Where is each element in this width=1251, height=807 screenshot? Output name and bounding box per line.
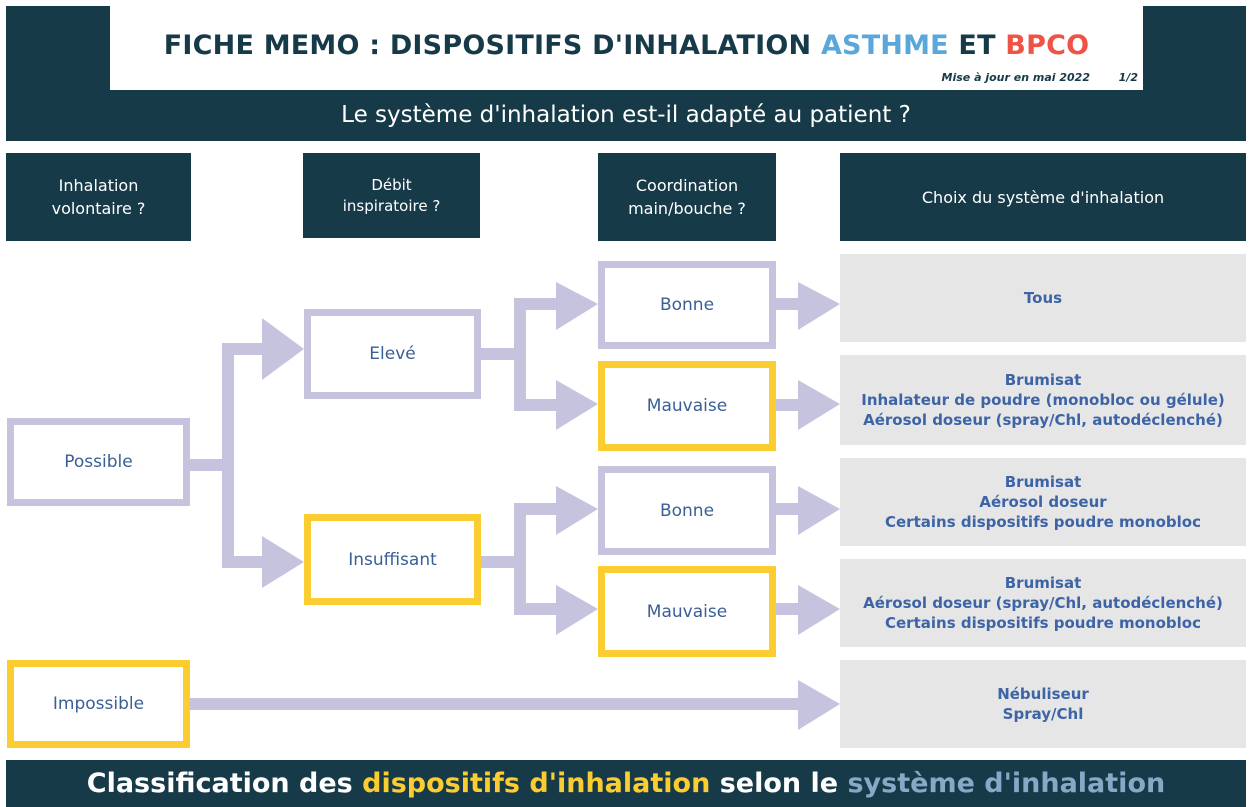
node-possible: Possible xyxy=(7,418,190,506)
connector-mauvaise-1-result xyxy=(776,399,802,411)
connector-to-mauvaise-2 xyxy=(514,603,560,615)
main-title: FICHE MEMO : DISPOSITIFS D'INHALATION AS… xyxy=(110,30,1143,61)
result-3-line-1: Brumisat xyxy=(1004,473,1082,491)
connector-to-eleve xyxy=(222,343,266,355)
connector-bonne-2-result xyxy=(776,503,802,515)
arrow-to-eleve xyxy=(262,318,304,380)
arrow-to-bonne-2 xyxy=(556,486,598,535)
footer-band: Classification des dispositifs d'inhalat… xyxy=(6,760,1246,807)
result-tous: Tous xyxy=(840,254,1246,342)
node-bonne-2: Bonne xyxy=(598,466,776,555)
connector-impossible-result xyxy=(190,698,802,710)
node-eleve: Elevé xyxy=(304,309,481,399)
arrow-to-result-1 xyxy=(798,282,840,330)
result-5: Nébuliseur Spray/Chl xyxy=(840,660,1246,748)
connector-bonne-1-result xyxy=(776,298,802,310)
footer-text: Classification des dispositifs d'inhalat… xyxy=(87,768,1165,799)
result-4-line-3: Certains dispositifs poudre monobloc xyxy=(885,614,1201,632)
connector-to-mauvaise-1 xyxy=(514,399,560,411)
result-4-line-1: Brumisat xyxy=(1004,574,1082,592)
result-2-line-3: Aérosol doseur (spray/Chl, autodéclenché… xyxy=(863,411,1223,429)
col-3-line-1: Coordination xyxy=(635,176,739,195)
result-3-line-3: Certains dispositifs poudre monobloc xyxy=(885,513,1201,531)
arrow-to-result-2 xyxy=(798,380,840,430)
footer-part-1: Classification des xyxy=(86,768,363,799)
arrow-to-result-3 xyxy=(798,486,840,535)
connector-eleve-out xyxy=(481,348,517,360)
title-bpco: BPCO xyxy=(1005,30,1090,61)
footer-part-2: dispositifs d'inhalation xyxy=(362,768,711,799)
connector-possible-out xyxy=(190,459,222,471)
col-1-line-1: Inhalation xyxy=(58,176,139,195)
page-number: 1/2 xyxy=(1118,71,1138,84)
col-2-line-2: inspiratoire ? xyxy=(342,196,441,215)
column-header-inhalation: Inhalation volontaire ? xyxy=(6,153,191,241)
result-4: Brumisat Aérosol doseur (spray/Chl, auto… xyxy=(840,559,1246,647)
result-3-line-2: Aérosol doseur xyxy=(979,493,1107,511)
result-4-line-2: Aérosol doseur (spray/Chl, autodéclenché… xyxy=(863,594,1223,612)
col-1-line-2: volontaire ? xyxy=(51,199,146,218)
result-2-line-1: Brumisat xyxy=(1004,371,1082,389)
connector-to-bonne-1 xyxy=(514,298,560,310)
arrow-to-result-4 xyxy=(798,585,840,635)
title-asthme: ASTHME xyxy=(820,30,949,61)
result-3: Brumisat Aérosol doseur Certains disposi… xyxy=(840,458,1246,546)
result-1-line-1: Tous xyxy=(1023,289,1063,307)
arrow-to-mauvaise-2 xyxy=(556,585,598,635)
node-mauvaise-1: Mauvaise xyxy=(598,361,776,451)
arrow-to-insuffisant xyxy=(262,536,304,588)
connector-insuffisant-out xyxy=(481,556,517,568)
main-question: Le système d'inhalation est-il adapté au… xyxy=(341,102,911,128)
col-3-line-2: main/bouche ? xyxy=(628,199,746,218)
connector-insuffisant-vertical xyxy=(514,503,526,615)
title-et: ET xyxy=(948,30,1006,61)
result-5-line-1: Nébuliseur xyxy=(997,685,1089,703)
node-insuffisant: Insuffisant xyxy=(304,514,481,605)
title-panel xyxy=(110,6,1143,90)
column-header-coordination: Coordination main/bouche ? xyxy=(598,153,776,241)
node-bonne-1: Bonne xyxy=(598,261,776,349)
column-header-debit: Débit inspiratoire ? xyxy=(303,153,480,238)
footer-part-3: selon le xyxy=(710,768,848,799)
connector-to-insuffisant xyxy=(222,556,266,568)
col-2-line-1: Débit xyxy=(371,175,412,194)
footer-part-4: système d'inhalation xyxy=(847,768,1166,799)
arrow-to-mauvaise-1 xyxy=(556,380,598,430)
update-note: Mise à jour en mai 2022 xyxy=(941,71,1090,84)
arrow-to-bonne-1 xyxy=(556,282,598,330)
connector-eleve-vertical xyxy=(514,298,526,411)
connector-to-bonne-2 xyxy=(514,503,560,515)
result-5-line-2: Spray/Chl xyxy=(1002,705,1084,723)
node-impossible: Impossible xyxy=(7,660,190,748)
arrow-to-result-5 xyxy=(798,680,840,730)
title-prefix: FICHE MEMO : DISPOSITIFS D'INHALATION xyxy=(163,30,821,61)
result-2: Brumisat Inhalateur de poudre (monobloc … xyxy=(840,355,1246,445)
connector-mauvaise-2-result xyxy=(776,603,802,615)
connector-possible-vertical xyxy=(222,343,234,568)
result-2-line-2: Inhalateur de poudre (monobloc ou gélule… xyxy=(861,391,1225,409)
column-header-choix: Choix du système d'inhalation xyxy=(840,153,1246,241)
node-mauvaise-2: Mauvaise xyxy=(598,566,776,657)
